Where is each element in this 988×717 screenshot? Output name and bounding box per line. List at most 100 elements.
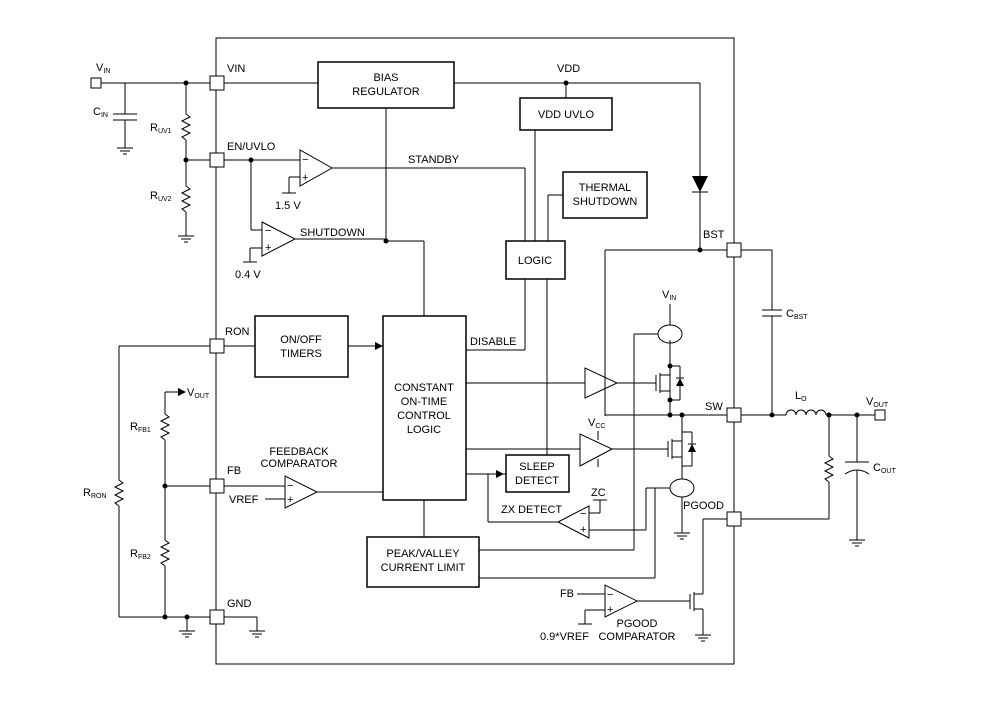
right-pins: BST SW PGOOD	[683, 229, 742, 527]
pin-en-uvlo	[209, 152, 225, 168]
cot-label-1: CONSTANT	[394, 382, 454, 394]
bias-regulator-block	[317, 61, 455, 109]
high-side-driver	[584, 367, 619, 399]
sleep-detect-block	[505, 454, 570, 493]
pin-gnd-label: GND	[227, 598, 252, 610]
feedback-network: VOUT RFB1 RFB2	[119, 387, 265, 638]
feedback-comparator-label-1: FEEDBACK	[269, 446, 329, 458]
pgood-comparator-label-2: COMPARATOR	[598, 631, 675, 643]
lo-label: LO	[795, 390, 807, 403]
pin-bst-label: BST	[703, 229, 725, 241]
ruv2-label: RUV2	[150, 190, 172, 203]
disable-label: DISABLE	[470, 336, 516, 348]
cout-label: COUT	[873, 462, 896, 475]
logic-block	[505, 240, 566, 280]
zc-label: ZC	[591, 487, 606, 499]
rron-resistor	[113, 479, 125, 507]
pin-ron-label: RON	[225, 326, 250, 338]
text: +	[580, 524, 586, 536]
zx-detect-label: ZX DETECT	[501, 504, 562, 516]
rron-label: RRON	[83, 487, 107, 500]
current-sense-icon	[669, 478, 695, 498]
ground-icon	[179, 630, 195, 638]
output-stage: CBST LO VOUT COUT	[741, 249, 896, 547]
rfb2-label: RFB2	[130, 548, 151, 561]
on-off-timers-block	[254, 315, 349, 378]
pin-ron	[209, 338, 225, 354]
thermal-shutdown-label-2: SHUTDOWN	[573, 196, 638, 208]
ground-icon	[249, 630, 265, 638]
cot-label-2: ON-TIME	[401, 396, 447, 408]
vout-fb-label: VOUT	[187, 387, 210, 400]
ruv1-resistor	[180, 113, 192, 141]
pin-sw-label: SW	[705, 401, 723, 413]
rfb1-resistor	[159, 413, 171, 441]
pin-vin-label: VIN	[227, 63, 245, 75]
text: +	[265, 242, 271, 254]
cot-label-4: LOGIC	[407, 424, 441, 436]
pgood-ref-label: 0.9*VREF	[540, 631, 589, 643]
pin-en-uvlo-label: EN/UVLO	[227, 141, 276, 153]
cot-label-3: CONTROL	[397, 410, 451, 422]
pin-gnd	[209, 609, 225, 625]
pin-pgood-label: PGOOD	[683, 500, 724, 512]
ref-1v5-label: 1.5 V	[275, 200, 301, 212]
pgood-comparator-label-1: PGOOD	[617, 618, 658, 630]
vdd-label: VDD	[557, 63, 580, 75]
standby-label: STANDBY	[408, 154, 460, 166]
text: −	[580, 508, 586, 520]
pin-pgood	[726, 511, 742, 527]
cbst-label: CBST	[786, 308, 808, 321]
ground-icon	[674, 532, 690, 540]
vref-label: VREF	[229, 494, 259, 506]
zx-detect-comparator	[556, 505, 590, 539]
vout-terminal	[874, 409, 886, 421]
pin-bst	[726, 242, 742, 258]
pgood-mosfet-icon	[689, 592, 703, 611]
peak-valley-label-2: CURRENT LIMIT	[381, 562, 466, 574]
vcc-label: VCC	[588, 417, 605, 430]
vin-input-network: VIN CIN RUV1 RUV2	[90, 62, 210, 243]
bias-regulator-label-1: BIAS	[373, 72, 398, 84]
ref-0v4-label: 0.4 V	[235, 269, 261, 281]
text: −	[607, 589, 613, 601]
text: +	[287, 494, 293, 506]
on-off-timers-label-1: ON/OFF	[280, 334, 322, 346]
bias-regulator-label-2: REGULATOR	[352, 86, 419, 98]
cin-label: CIN	[93, 106, 108, 119]
feedback-comparator-label-2: COMPARATOR	[260, 458, 337, 470]
pin-vin	[209, 75, 225, 91]
vdd-uvlo-label: VDD UVLO	[538, 109, 595, 121]
low-side-driver	[579, 433, 614, 467]
ruv1-label: RUV1	[150, 122, 172, 135]
pin-fb-label: FB	[227, 465, 241, 477]
sleep-detect-label-1: SLEEP	[519, 461, 554, 473]
ground-icon	[117, 147, 133, 155]
high-side-mosfet-icon	[655, 365, 684, 401]
rfb2-resistor	[159, 539, 171, 567]
logic-label: LOGIC	[518, 255, 552, 267]
text: −	[302, 154, 308, 166]
bootstrap-diode-icon	[692, 176, 708, 192]
thermal-shutdown-block	[562, 171, 648, 219]
pin-sw	[726, 407, 742, 423]
low-side-mosfet-icon	[667, 431, 696, 467]
vin-terminal	[90, 77, 102, 89]
text: +	[302, 172, 308, 184]
vdd-uvlo-block	[519, 97, 613, 131]
thermal-shutdown-label-1: THERMAL	[579, 182, 632, 194]
inductor-lo	[785, 409, 827, 416]
feedback-comparator	[284, 475, 319, 509]
text: −	[265, 225, 271, 237]
standby-comparator	[299, 149, 334, 187]
pgood-pullup-resistor	[823, 455, 835, 483]
rfb1-label: RFB1	[130, 421, 151, 434]
ruv2-resistor	[180, 185, 192, 213]
shutdown-label: SHUTDOWN	[300, 227, 365, 239]
sleep-detect-label-2: DETECT	[515, 475, 559, 487]
on-off-timers-label-2: TIMERS	[280, 348, 322, 360]
constant-on-time-control-block	[382, 315, 467, 501]
ground-icon	[178, 235, 194, 243]
ground-icon	[695, 634, 711, 642]
